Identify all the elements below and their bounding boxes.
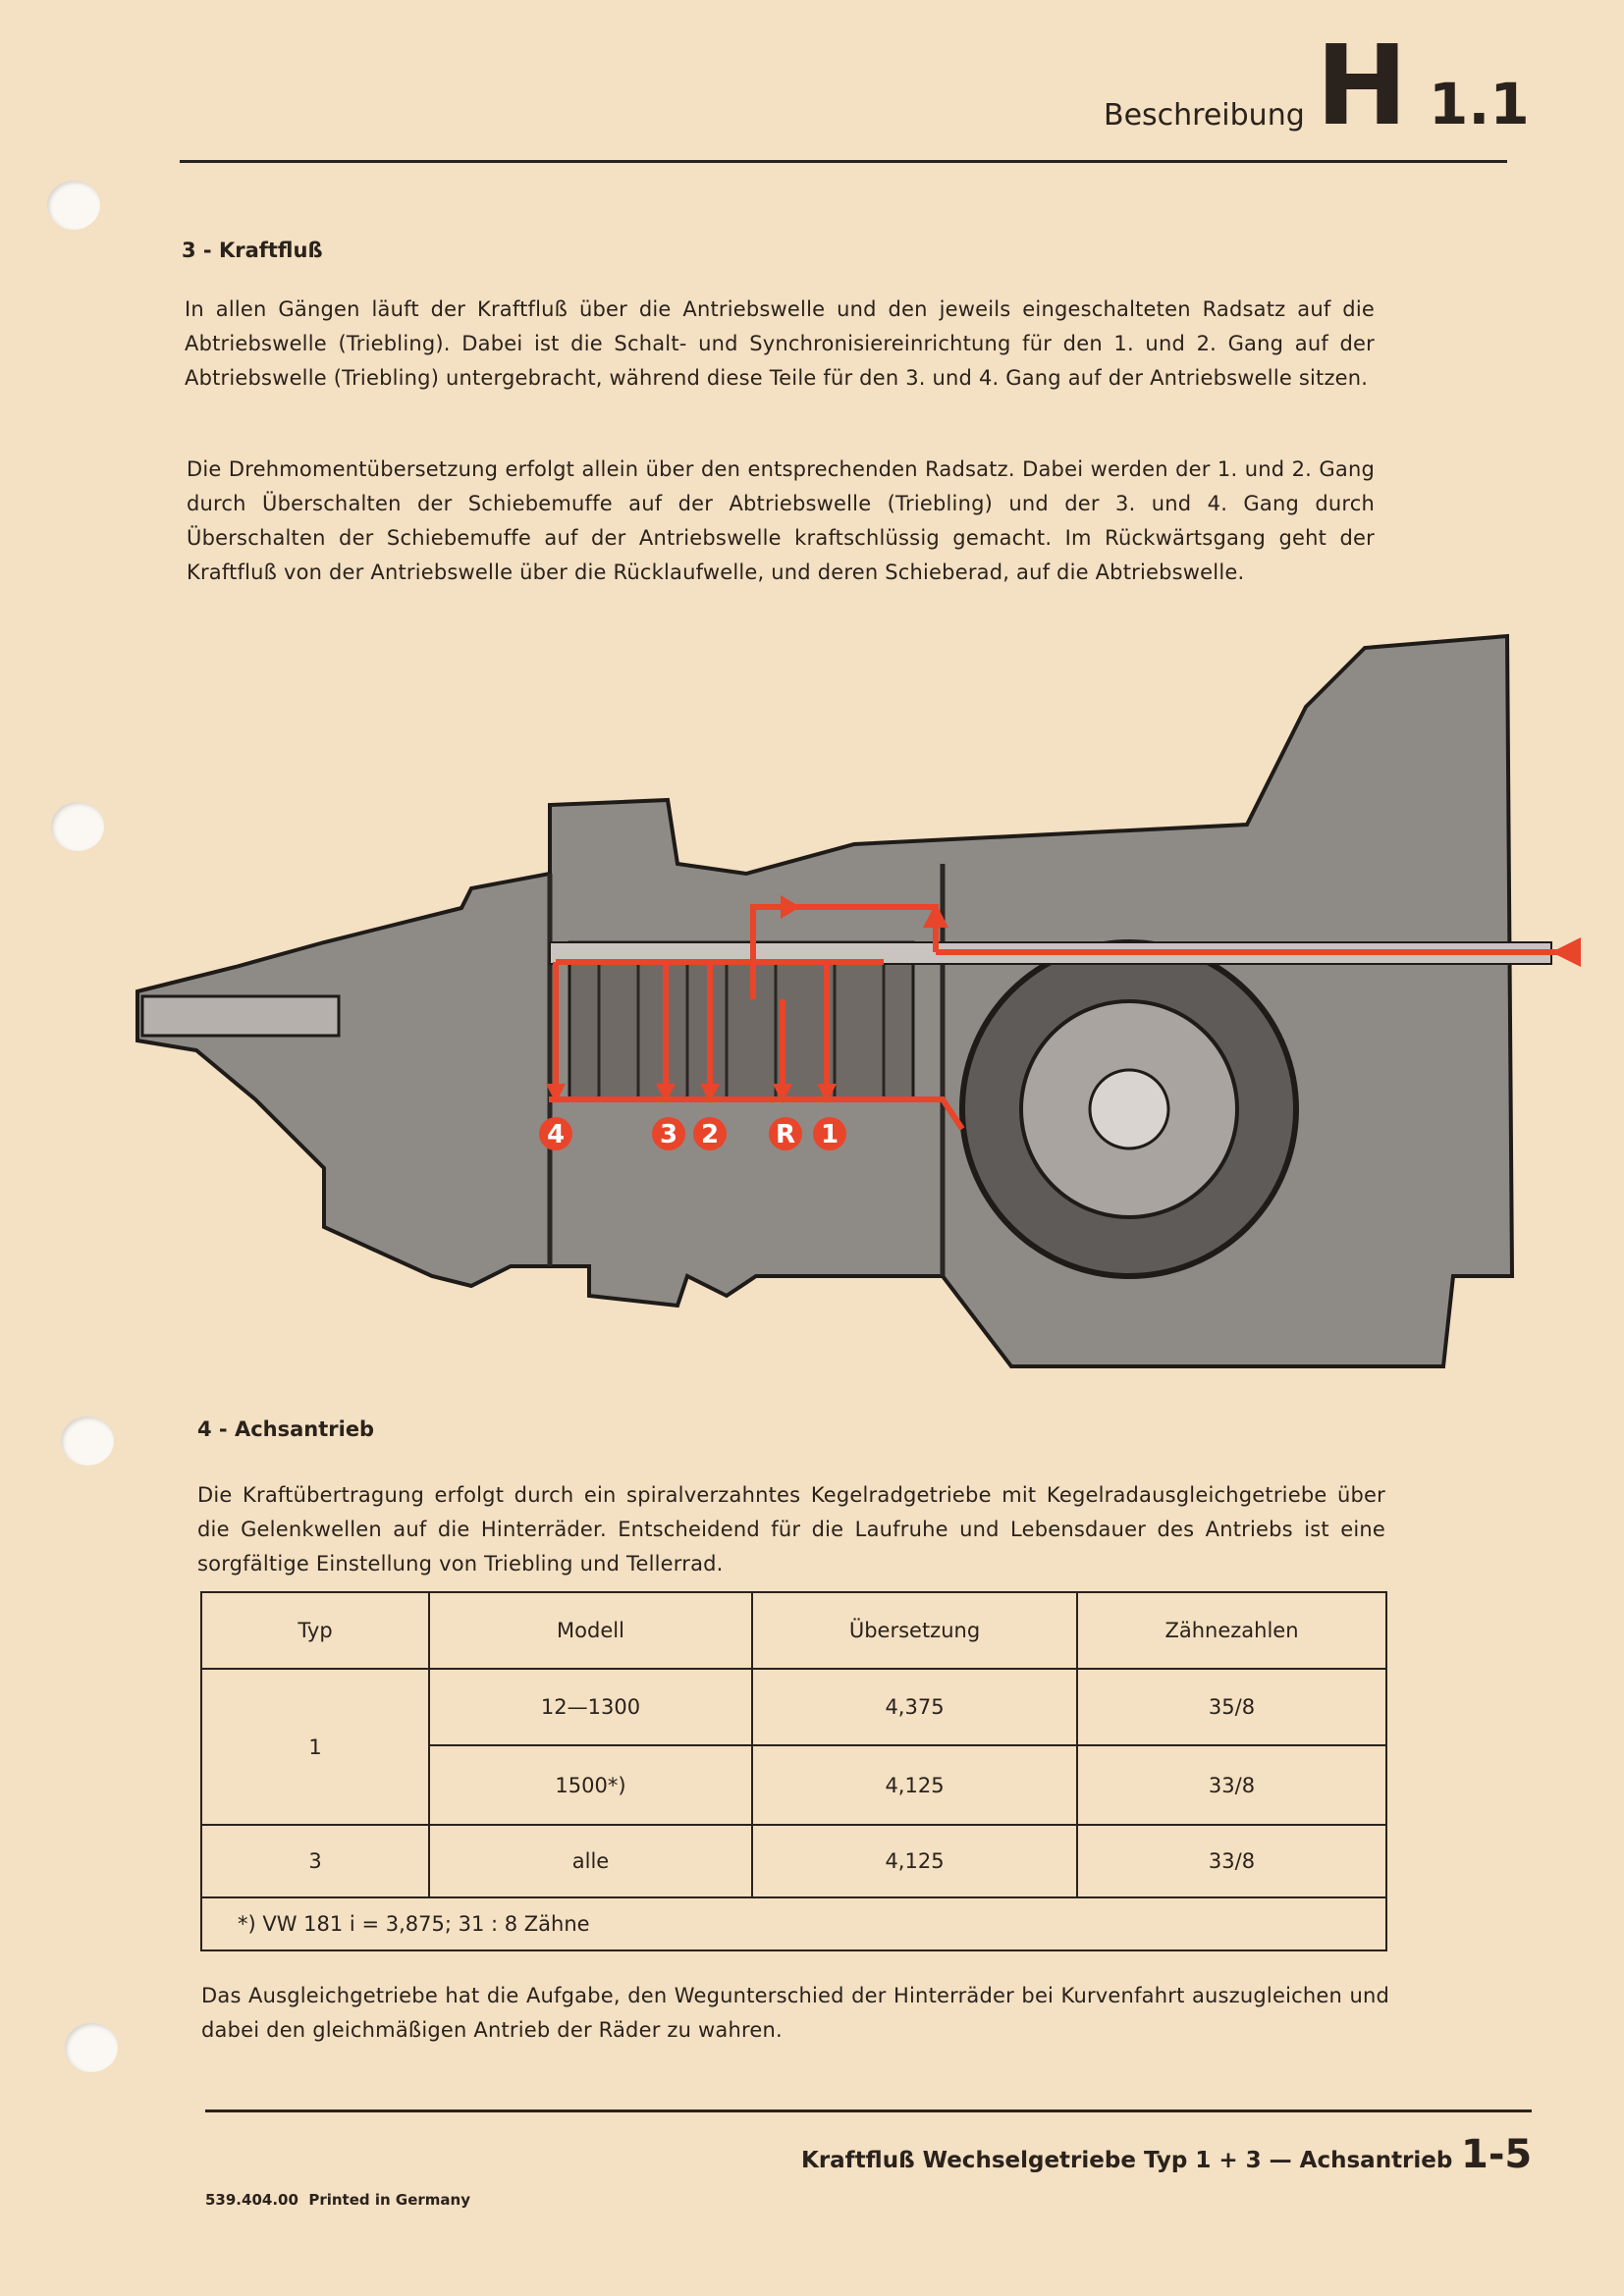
header-section: Beschreibung	[1104, 98, 1305, 133]
footer-rule	[205, 2109, 1532, 2112]
gearbox-cutaway-diagram: 4 3 2 R 1	[135, 633, 1581, 1368]
col-header-modell: Modell	[428, 1591, 753, 1670]
cell-zaehne: 33/8	[1076, 1744, 1387, 1826]
section4-para1: Die Kraftübertragung erfolgt durch ein s…	[197, 1483, 1385, 1575]
section3-para1: In allen Gängen läuft der Kraftfluß über…	[185, 297, 1375, 390]
cell-modell: 1500*)	[428, 1744, 753, 1826]
gear-label-circle	[539, 1117, 572, 1150]
table-row: 1500*) 4,125 33/8	[201, 1744, 1387, 1826]
punch-hole	[61, 1416, 114, 1466]
gear-label-4: 4	[547, 1120, 565, 1149]
output-shaft-flange	[140, 994, 341, 1038]
gear-stack	[568, 940, 915, 1101]
punch-hole	[51, 802, 104, 851]
col-header-typ: Typ	[200, 1591, 430, 1670]
cell-uebersetzung: 4,125	[751, 1824, 1078, 1898]
table-row: 1 12—1300 4,375 35/8	[200, 1668, 1387, 1826]
cell-zaehne: 35/8	[1076, 1668, 1387, 1746]
cell-typ: 1	[200, 1668, 430, 1826]
header-letter: H	[1316, 23, 1408, 150]
section3-para2: Die Drehmomentübersetzung erfolgt allein…	[187, 457, 1375, 584]
gear-label-1: 1	[821, 1120, 839, 1149]
print-info: 539.404.00 Printed in Germany	[205, 2191, 470, 2209]
gear-label-circle	[693, 1117, 727, 1150]
section4-title: 4 - Achsantrieb	[197, 1417, 375, 1441]
cell-modell: 12—1300	[428, 1668, 753, 1746]
gear-label-3: 3	[660, 1120, 677, 1149]
footer-title: Kraftfluß Wechselgetriebe Typ 1 + 3 — Ac…	[801, 2148, 1453, 2173]
cell-uebersetzung: 4,125	[751, 1744, 1078, 1826]
cell-uebersetzung: 4,375	[751, 1668, 1078, 1746]
section4-para2: Das Ausgleichgetriebe hat die Aufgabe, d…	[201, 1984, 1389, 2042]
cell-typ: 3	[200, 1824, 430, 1898]
ratio-table: Typ Modell Übersetzung Zähnezahlen 1 12—…	[200, 1591, 1387, 1951]
punch-hole	[47, 181, 100, 230]
gear-label-circle	[769, 1117, 802, 1150]
header-number: 1.1	[1429, 71, 1530, 137]
cell-modell: alle	[428, 1824, 753, 1898]
col-header-uebersetzung: Übersetzung	[751, 1591, 1078, 1670]
col-header-zaehnezahlen: Zähnezahlen	[1076, 1591, 1387, 1670]
gear-label-circle	[813, 1117, 846, 1150]
gear-label-circle	[652, 1117, 685, 1150]
punch-hole	[65, 2023, 118, 2072]
table-footnote: *) VW 181 i = 3,875; 31 : 8 Zähne	[200, 1896, 1387, 1951]
table-header-row: Typ Modell Übersetzung Zähnezahlen	[200, 1591, 1387, 1670]
header-rule	[180, 160, 1507, 163]
power-flow-lines	[549, 904, 1571, 1131]
table-footnote-row: *) VW 181 i = 3,875; 31 : 8 Zähne	[200, 1896, 1387, 1951]
cell-zaehne: 33/8	[1076, 1824, 1387, 1898]
gear-label-2: 2	[701, 1120, 719, 1149]
gear-label-r: R	[776, 1120, 795, 1149]
section3-title: 3 - Kraftfluß	[182, 239, 323, 262]
table-row: 3 alle 4,125 33/8	[200, 1824, 1387, 1898]
page-number: 1-5	[1461, 2132, 1533, 2177]
